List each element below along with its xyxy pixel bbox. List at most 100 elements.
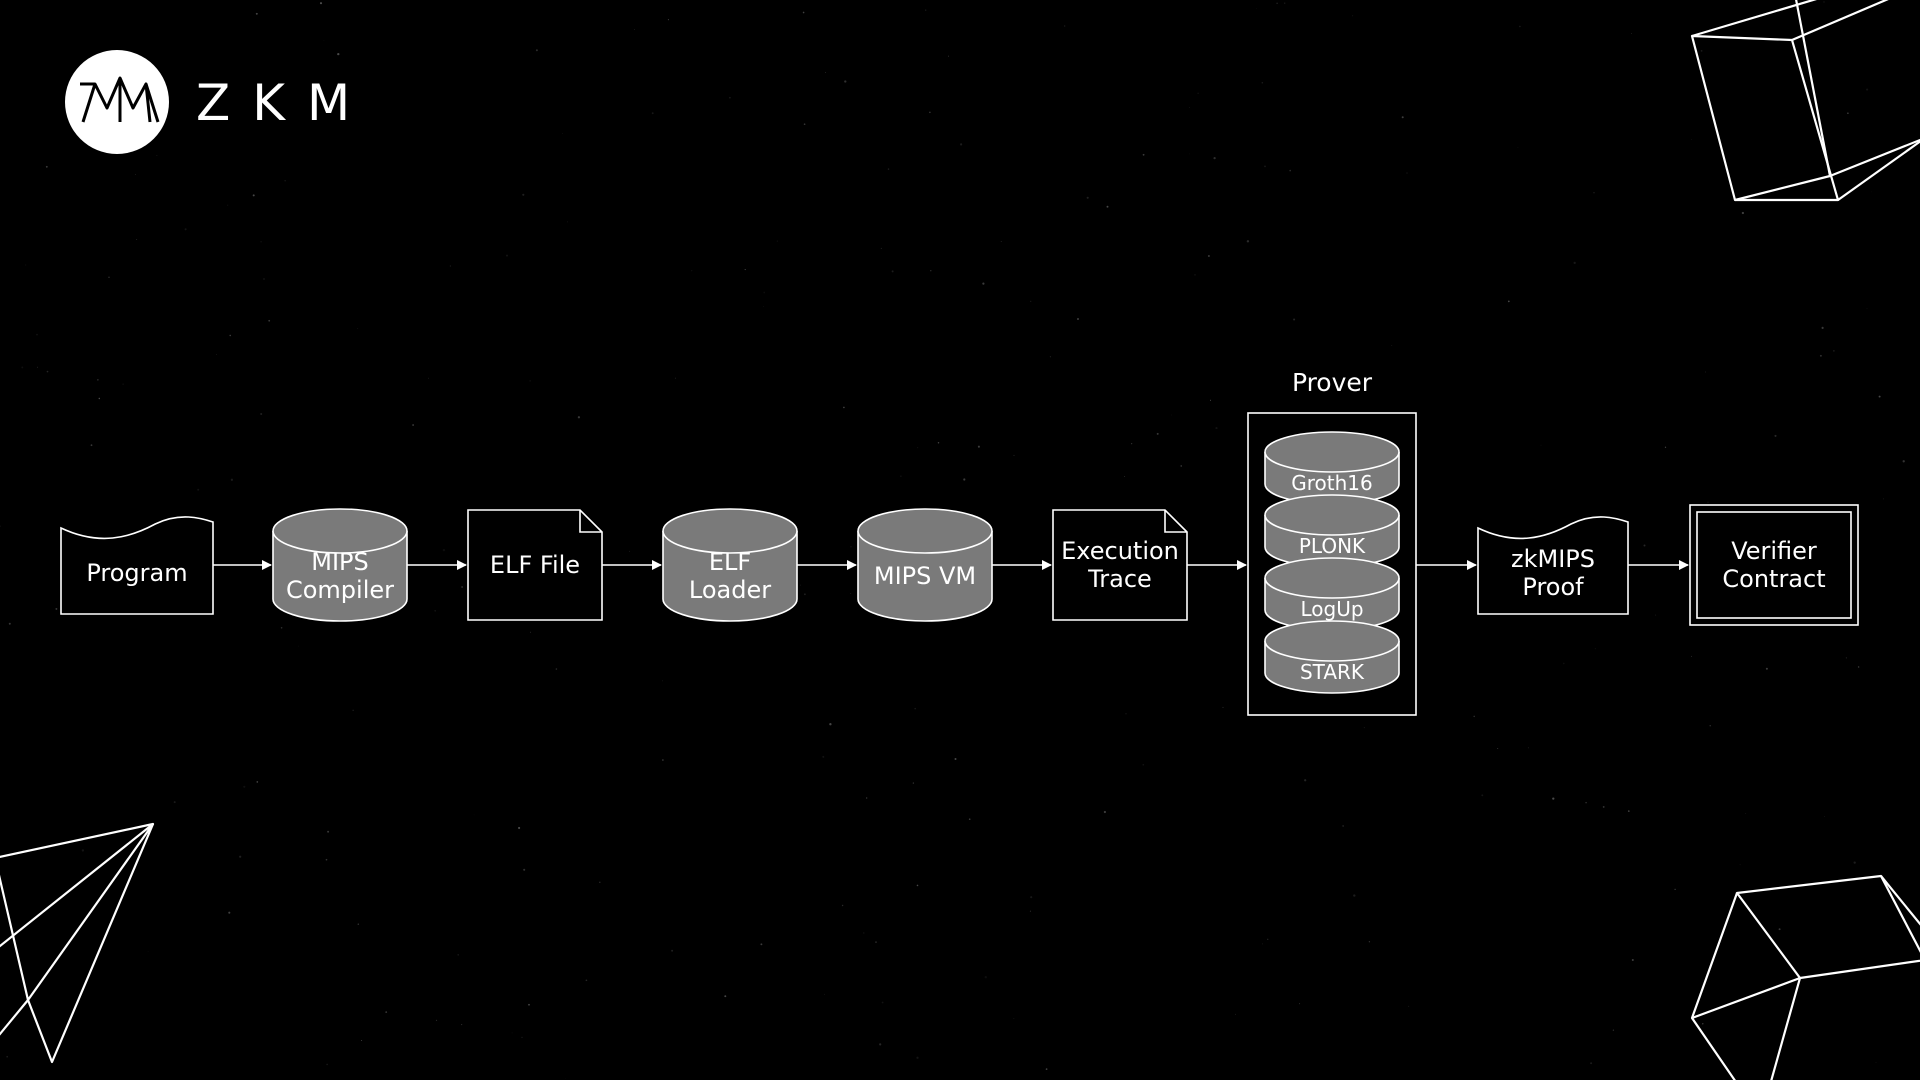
star-speck [1215,427,1218,430]
star-speck [802,11,805,14]
prover-stack-item[interactable]: Groth16 [1264,431,1400,505]
star-speck [662,680,663,682]
star-speck [229,334,231,337]
star-speck [567,221,568,223]
star-speck [1823,1,1825,3]
star-speck [1594,648,1596,650]
star-speck [352,709,354,711]
star-speck [1821,326,1824,329]
star-speck [879,1043,882,1046]
star-speck [325,858,328,861]
star-speck [37,366,39,368]
cylinder-body [857,531,993,622]
star-speck [1540,444,1542,446]
star-speck [1124,476,1126,477]
star-speck [651,112,654,115]
star-speck [90,444,93,447]
star-speck [954,757,957,761]
star-speck [1819,354,1822,357]
star-speck [1590,1062,1593,1065]
star-speck [1261,81,1264,84]
star-speck [1627,810,1630,812]
star-speck [1180,465,1182,467]
star-speck [506,254,508,257]
star-speck [1131,443,1133,445]
star-speck [46,370,49,373]
star-speck [326,1063,328,1066]
star-speck [565,1078,566,1079]
star-speck [925,9,927,11]
document-fold [579,510,602,533]
star-speck [850,546,852,548]
star-speck [319,2,323,5]
star-speck [1267,938,1269,940]
star-speck [1086,196,1089,199]
star-speck [8,622,11,625]
star-speck [357,328,359,329]
star-speck [1690,139,1692,141]
star-speck [81,849,85,852]
star-speck [1408,1005,1410,1007]
star-speck [822,755,825,758]
star-speck [863,932,865,934]
brand-name: ZKM [196,74,372,132]
star-speck [461,586,464,588]
star-speck [1507,300,1510,303]
star-speck [916,884,919,887]
star-speck [662,759,664,761]
star-speck [1013,454,1015,456]
star-speck [1527,747,1529,749]
star-speck [1573,261,1576,265]
star-speck [98,397,101,400]
star-speck [1045,1068,1048,1070]
node-mips-vm[interactable]: MIPS VM [857,508,993,622]
star-speck [21,366,24,369]
prover-stack-item[interactable]: LogUp [1264,557,1400,631]
brand-logo[interactable]: ZKM [65,50,372,154]
star-speck [881,1001,884,1004]
star-speck [1256,7,1257,9]
star-speck [674,377,676,379]
node-elf-file[interactable]: ELF File [467,509,603,621]
star-speck [184,228,187,231]
node-label: Trace [1087,565,1152,593]
star-speck [912,782,914,784]
star-speck [239,855,242,858]
prover-stack-item[interactable]: STARK [1264,620,1400,694]
star-speck [1363,727,1365,729]
cylinder-top [857,508,993,554]
paper-plane-icon [0,822,155,1064]
star-speck [1602,805,1605,808]
star-speck [256,781,259,783]
star-speck [1352,15,1354,17]
star-speck [1709,725,1711,727]
prover-stack-label: LogUp [1300,597,1363,621]
star-speck [1106,205,1109,208]
star-speck [337,52,340,56]
star-speck [1593,192,1595,194]
star-speck [1353,894,1356,897]
star-speck [963,478,966,481]
star-speck [357,923,360,925]
star-speck [1289,169,1291,172]
stack-cylinder-top [1264,620,1400,662]
star-speck [298,645,299,647]
star-speck [260,412,263,416]
star-speck [522,193,525,196]
star-speck [1870,191,1872,193]
star-speck [1765,667,1768,670]
star-speck [473,814,475,816]
star-speck [173,801,176,804]
star-speck [1030,300,1032,302]
prover-stack-item[interactable]: PLONK [1264,494,1400,568]
star-speck [1209,399,1212,401]
star-speck [1142,763,1145,766]
node-program[interactable]: Program [60,516,214,615]
star-speck [829,723,832,726]
